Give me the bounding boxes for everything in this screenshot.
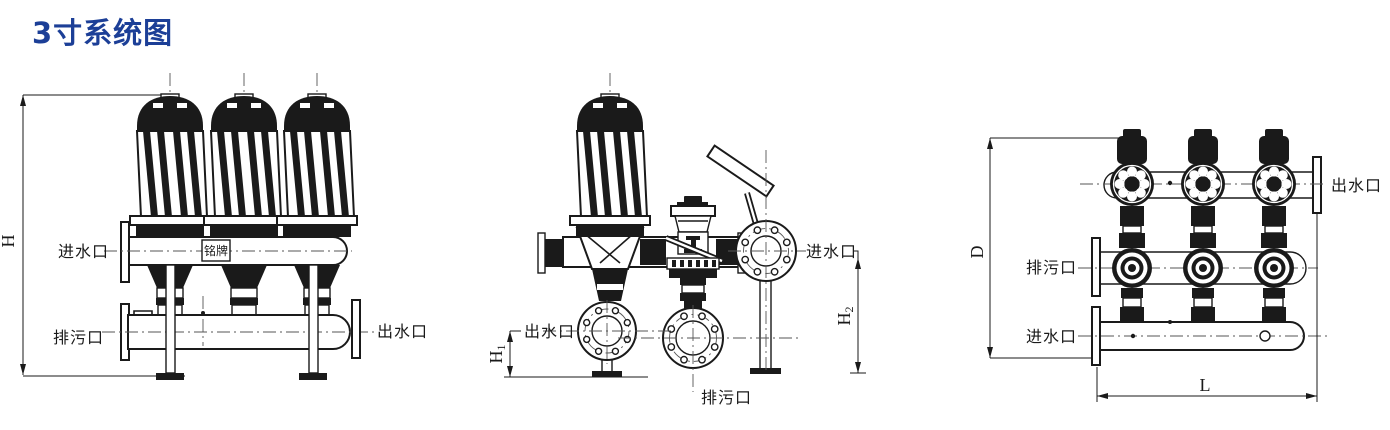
top-inlet-label: 进水口	[1026, 327, 1077, 346]
dimension-l-label: L	[1200, 375, 1211, 395]
front-outlet-label: 出水口	[377, 322, 428, 341]
side-inlet-label: 进水口	[806, 242, 857, 261]
inlet-manifold: 铭牌	[104, 221, 352, 283]
top-dimension-D: D	[967, 137, 1123, 359]
valve-units-middle-row	[1112, 248, 1294, 323]
nameplate-box	[201, 239, 231, 262]
dimension-d-label: D	[967, 246, 987, 259]
dimension-h1-label: H1	[486, 345, 508, 364]
side-outlet-label: 出水口	[524, 322, 575, 341]
top-outlet-label: 出水口	[1331, 176, 1382, 195]
backwash-valve	[664, 196, 724, 309]
front-inlet-label: 进水口	[58, 242, 109, 261]
front-drain-label: 排污口	[53, 328, 104, 347]
filter-canister	[569, 72, 651, 238]
filter-canister	[203, 72, 285, 238]
nameplate-label: 铭牌	[204, 243, 228, 258]
inlet-header	[1078, 306, 1330, 366]
front-view: H 铭牌 进水口	[0, 72, 428, 380]
side-drain-label: 排污口	[701, 388, 752, 407]
side-view: H1 出水口 H2 进水口 排污口	[486, 72, 866, 407]
drain-manifold	[102, 296, 374, 361]
funnel-connector	[220, 264, 268, 316]
filter-canister	[129, 72, 211, 238]
dimension-h2-label: H2	[834, 307, 856, 326]
top-view: D 出水口	[967, 129, 1382, 402]
page-title: 3寸系统图	[32, 16, 174, 50]
top-drain-label: 排污口	[1026, 258, 1077, 277]
front-dimension-H: H	[0, 94, 185, 377]
top-dimension-L: L	[1096, 212, 1318, 402]
filter-canister	[276, 72, 358, 238]
side-dimension-H2: H2	[834, 250, 866, 374]
outlet-flange	[351, 299, 361, 359]
valve-units-top-row	[1109, 129, 1297, 248]
side-dimension-H1: H1	[486, 330, 648, 378]
dimension-h-label: H	[0, 235, 18, 248]
support-legs	[156, 264, 327, 380]
outlet-flange-face	[577, 301, 637, 377]
